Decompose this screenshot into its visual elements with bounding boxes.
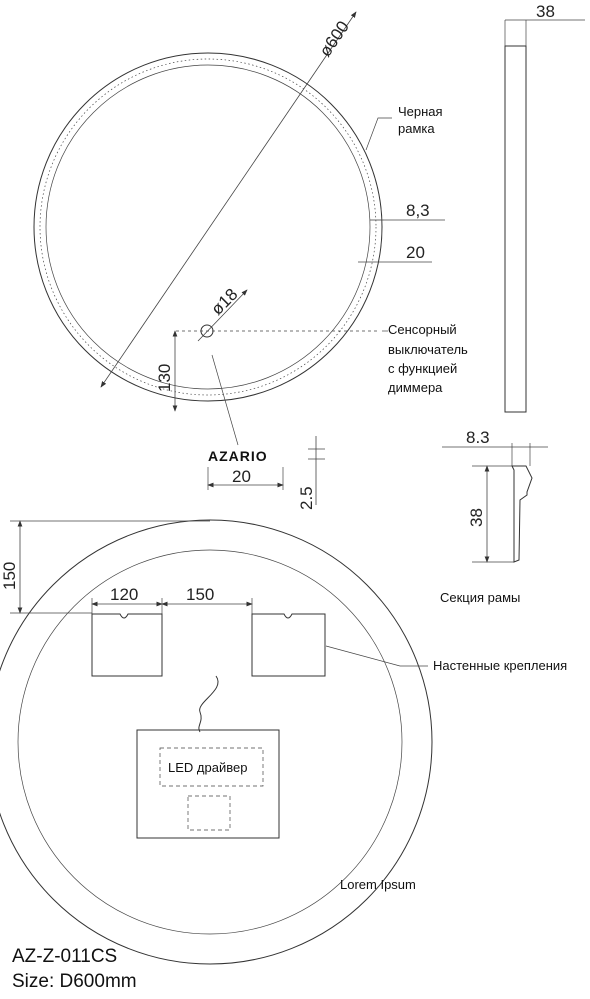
switch-diameter-dim-line [197, 289, 248, 342]
wall-mounts-leader [325, 645, 401, 667]
wall-mounts-note: Настенные крепления [433, 658, 567, 673]
frame-width-label: 8,3 [406, 201, 430, 220]
side-view: 38 [504, 2, 585, 413]
logo-leader [211, 354, 239, 446]
front-view: ø600 Черная рамка 8,3 20 ø18 130 Сенсорн… [33, 11, 468, 446]
driver-housing [136, 729, 280, 839]
wall-bracket-right [251, 613, 326, 677]
placeholder-label: Lorem Ipsum [340, 877, 416, 892]
black-frame-note-line1: Черная [398, 104, 443, 119]
logo-width-label: 20 [232, 467, 251, 486]
led-driver-box [159, 747, 264, 787]
switch-note-line2: выключатель [388, 342, 468, 357]
mirror-outer-edge [33, 52, 383, 402]
mount-offset-label: 150 [0, 562, 19, 590]
depth-label: 38 [536, 2, 555, 21]
back-inner-edge [17, 549, 403, 935]
diameter-label: ø600 [316, 17, 353, 60]
logo-height-label: 2.5 [297, 486, 316, 510]
mirror-inner-edge [45, 64, 371, 390]
switch-note-line3: с функцией [388, 361, 457, 376]
led-inset-label: 20 [406, 243, 425, 262]
logo-detail: AZARIO 20 2.5 [207, 436, 325, 510]
back-outer-edge [0, 519, 433, 965]
power-cable [198, 675, 219, 733]
black-frame-note-line2: рамка [398, 121, 435, 136]
frame-profile-shape [511, 465, 533, 563]
led-strip [39, 58, 377, 396]
section-width-label: 8.3 [466, 428, 490, 447]
switch-diameter-label: ø18 [207, 285, 241, 319]
wall-bracket-left [91, 613, 163, 677]
switch-offset-label: 130 [155, 364, 174, 392]
back-view: 150 120 150 Настенные крепления LED драй… [0, 519, 567, 965]
brand-logo: AZARIO [208, 448, 268, 464]
driver-connector-box [187, 795, 231, 831]
mirror-side-profile [504, 45, 527, 413]
mount-width-label: 120 [110, 585, 138, 604]
frame-section-caption: Секция рамы [440, 590, 520, 605]
product-size: Size: D600mm [12, 971, 137, 992]
led-driver-label: LED драйвер [168, 760, 247, 775]
product-model: AZ-Z-011CS [12, 946, 118, 967]
frame-section: 8.3 38 Секция рамы [440, 428, 548, 605]
black-frame-leader [365, 117, 392, 151]
mount-spacing-label: 150 [186, 585, 214, 604]
switch-note-line4: диммера [388, 380, 443, 395]
diameter-dimension-line [100, 11, 357, 388]
switch-note-line1: Сенсорный [388, 322, 457, 337]
section-height-label: 38 [467, 508, 486, 527]
